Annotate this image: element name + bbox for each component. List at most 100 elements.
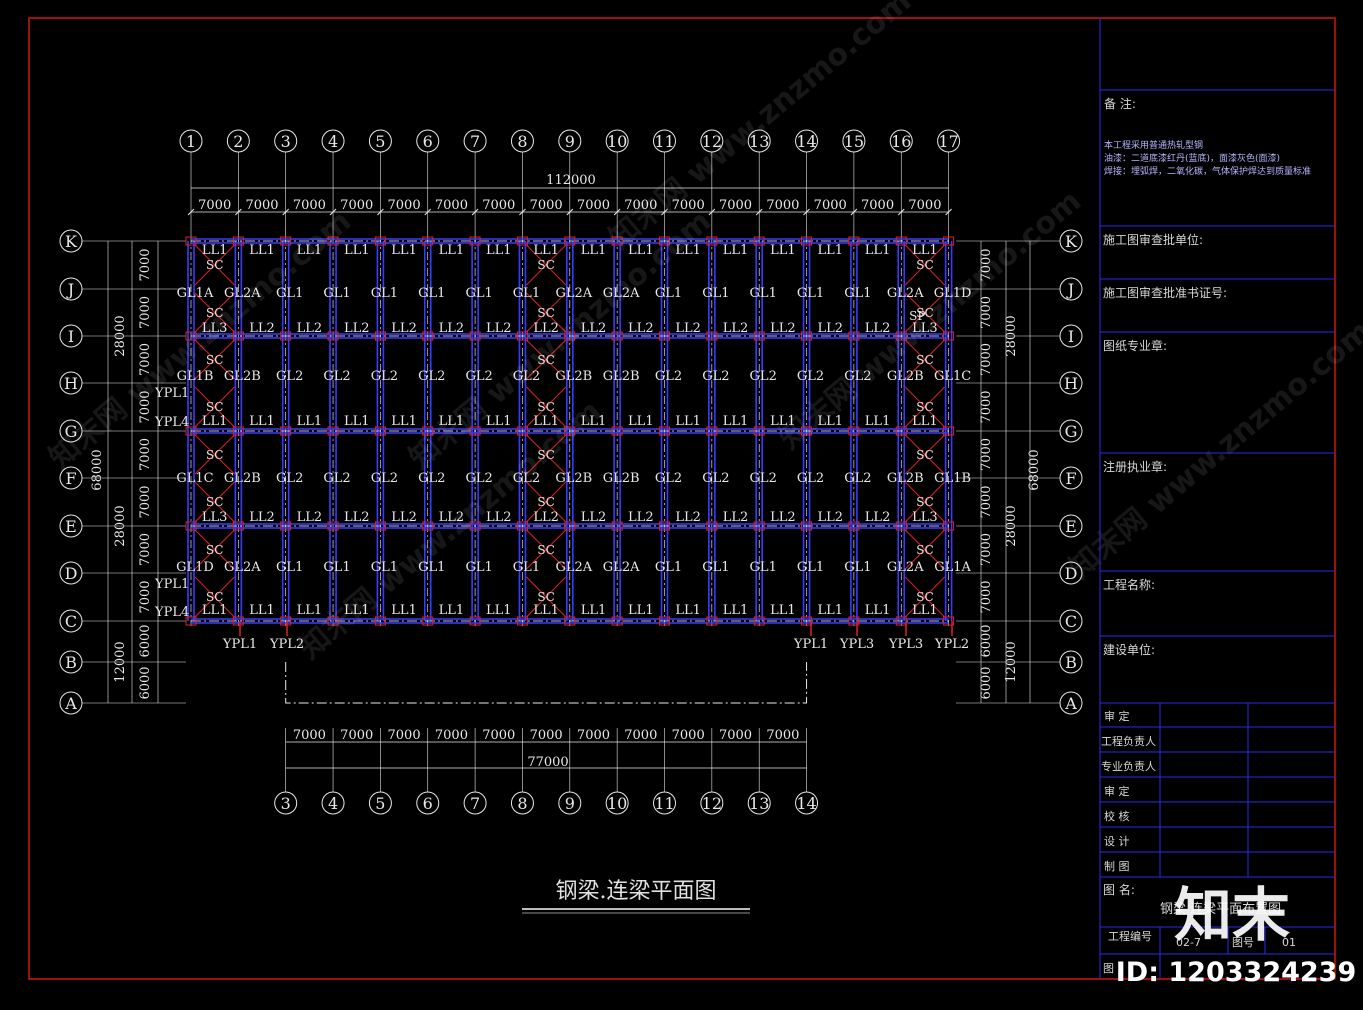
brace-label: SC	[537, 258, 554, 272]
column-marker	[611, 521, 623, 531]
brace-line	[904, 434, 945, 475]
notes-line1: 本工程采用普通热轧型钢	[1104, 139, 1203, 151]
dim-bay-bottom: 7000	[482, 728, 515, 743]
tie-beam-label: LL1	[297, 603, 323, 618]
tie-beam-label: LL1	[297, 243, 323, 258]
ypl-label: YPL2	[934, 637, 969, 652]
girder-label: GL2	[702, 369, 729, 384]
dim-28000-left: 28000	[113, 315, 128, 356]
dim-bay-top: 7000	[577, 198, 610, 213]
column-marker	[516, 616, 528, 626]
brace-label: SC	[537, 590, 554, 604]
brace-label: SC	[916, 400, 933, 414]
girder-label: GL2	[371, 369, 398, 384]
ypl-label: YPL4	[154, 605, 189, 620]
girder-label: GL2	[276, 471, 303, 486]
tie-beam-label: LL1	[723, 603, 749, 618]
tie-beam-label: LL2	[439, 321, 465, 336]
dim-6000-right: 6000	[979, 624, 994, 657]
column-marker	[659, 426, 670, 436]
drawing-name: 钢梁.连梁平面布置图	[1160, 901, 1281, 917]
dim-bay-right: 7000	[979, 533, 994, 566]
tie-beam-label: LL2	[770, 510, 796, 525]
column-marker	[516, 521, 528, 531]
tie-beam-label: LL2	[486, 321, 512, 336]
dim-bay-top: 7000	[198, 198, 231, 213]
column-marker	[611, 331, 623, 341]
girder-label: GL2	[797, 471, 824, 486]
brace-line	[904, 292, 945, 333]
tie-beam-label: LL2	[770, 321, 796, 336]
brace-line	[526, 434, 567, 475]
column-marker	[232, 521, 244, 531]
column-marker	[848, 331, 860, 341]
ypl-label: YPL1	[154, 577, 189, 592]
brace-label: SC	[916, 306, 933, 320]
column-marker	[753, 331, 765, 341]
axis-label-right: I	[1068, 327, 1074, 346]
tie-beam-label: LL2	[723, 321, 749, 336]
dim-bay-top: 7000	[814, 198, 847, 213]
girder-label: GL2	[844, 471, 871, 486]
axis-label-right: C	[1065, 612, 1077, 631]
column-marker	[706, 521, 718, 531]
dim-total-top: 112000	[546, 173, 596, 188]
ypl-label: YPL2	[269, 637, 304, 652]
tie-beam-label: LL1	[770, 414, 796, 429]
axis-label-top: 17	[938, 132, 958, 151]
brace-label: SC	[206, 353, 223, 367]
girder-label: GL1	[513, 560, 540, 575]
column-marker	[280, 426, 292, 436]
girder-label: GL2A	[887, 560, 924, 575]
axis-label-left: B	[65, 653, 77, 672]
dim-bay-left: 7000	[138, 248, 153, 281]
brace-label: SC	[206, 400, 223, 414]
brace-label: SC	[537, 400, 554, 414]
girder-label: GL2	[418, 369, 445, 384]
tie-beam-label: LL1	[439, 243, 465, 258]
tie-beam-label: LL1	[202, 414, 228, 429]
brace-label: SC	[537, 543, 554, 557]
axis-label-right: F	[1065, 469, 1076, 488]
axis-label-left: E	[65, 517, 77, 536]
girder-label: GL1	[750, 560, 777, 575]
girder-label: GL1	[844, 286, 871, 301]
tie-beam-label: LL1	[391, 414, 417, 429]
building-outline-extension	[285, 662, 808, 704]
title-block-text: 备 注: 本工程采用普通热轧型钢 油漆：二道底漆红丹(蓝底)，面漆灰色(面漆) …	[1101, 96, 1311, 975]
girder-label: GL1	[276, 560, 303, 575]
column-marker	[516, 331, 528, 341]
axis-label-bottom: 9	[565, 794, 575, 813]
dim-bay-top: 7000	[482, 198, 515, 213]
brace-label: SC	[206, 448, 223, 462]
column-marker	[895, 521, 907, 531]
girder-label: GL1	[513, 286, 540, 301]
brace-line	[526, 244, 567, 286]
axis-label-top: 1	[186, 132, 196, 151]
girder-label: GL1A	[177, 286, 214, 301]
tie-beam-label: LL1	[439, 414, 465, 429]
axis-label-bottom: 3	[281, 794, 291, 813]
column-marker	[943, 426, 955, 436]
column-marker	[327, 426, 339, 436]
reg-seal-label: 注册执业章:	[1103, 459, 1167, 474]
brace-label: SC	[916, 590, 933, 604]
girder-label: GL2	[844, 369, 871, 384]
tie-beam-label: LL1	[675, 414, 701, 429]
tie-beam-label: LL2	[628, 321, 654, 336]
dim-bay-right: 7000	[979, 296, 994, 329]
sp-label: SP	[909, 309, 925, 323]
girder-label: GL1	[465, 286, 492, 301]
tie-beam-label: LL2	[344, 510, 370, 525]
brace-line	[904, 244, 945, 286]
column-marker	[706, 616, 718, 626]
girder-label: GL2	[465, 369, 492, 384]
column-marker	[564, 616, 576, 626]
dim-6000-left: 6000	[138, 624, 153, 657]
column-marker	[232, 331, 244, 341]
column-marker	[848, 521, 860, 531]
tie-beam-label: LL1	[628, 414, 654, 429]
column-marker	[848, 426, 860, 436]
tie-beam-label: LL3	[912, 321, 938, 336]
tie-beam-label: LL1	[817, 603, 843, 618]
